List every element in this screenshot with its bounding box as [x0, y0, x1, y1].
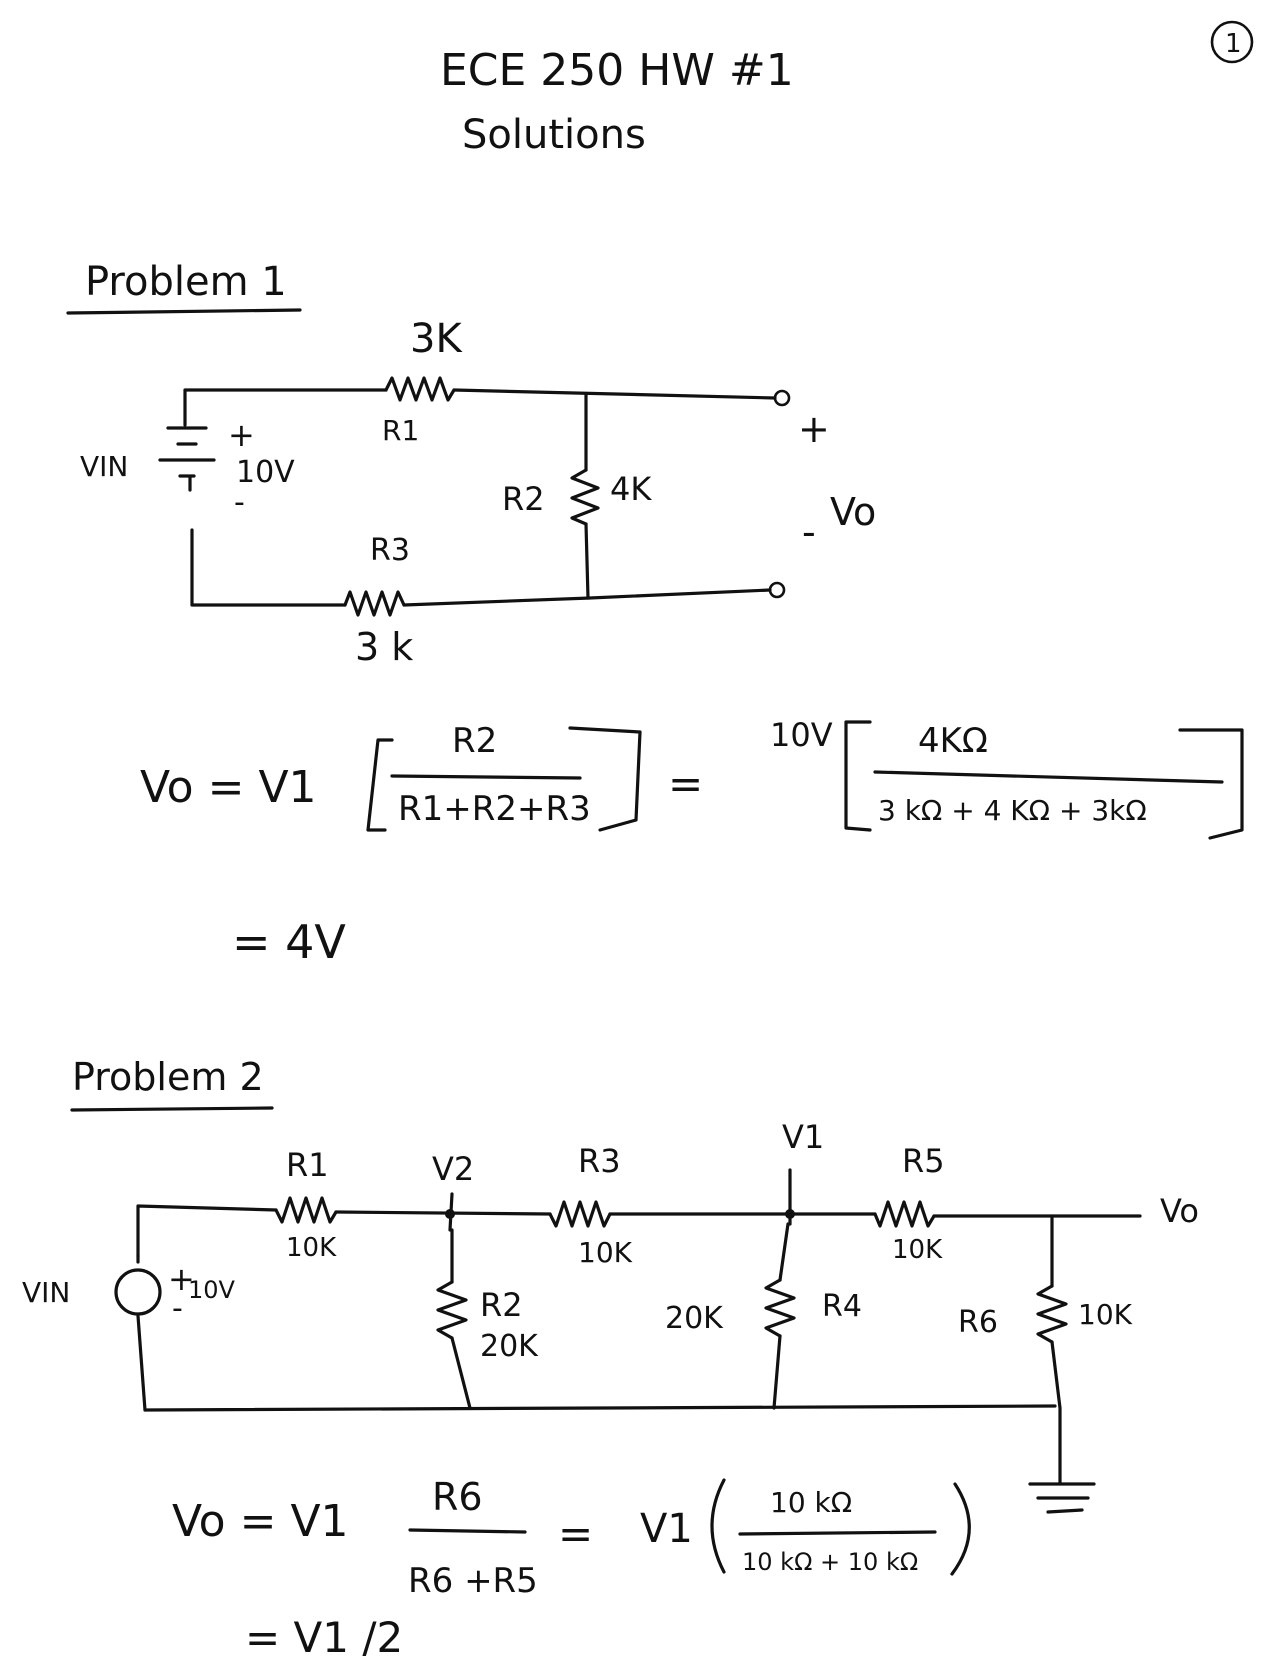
r4-resistor-p2 [764, 1278, 796, 1338]
page-number-circle [1210, 20, 1254, 64]
r3-value: 3 k [355, 625, 413, 669]
p1-eq-numerator2: 4KΩ [918, 721, 988, 761]
p2-wire-top-2 [334, 1210, 552, 1216]
p2-fraction-bar2 [738, 1530, 937, 1536]
r1-label: R1 [382, 414, 419, 447]
p1-eq-coef: 10V [770, 716, 833, 754]
p1-wire-top-right [452, 388, 777, 400]
p2-vo-label: Vo [1160, 1192, 1199, 1230]
p2-wire-source-bottom [136, 1314, 147, 1412]
p2-eq-denominator: R6 +R5 [408, 1561, 538, 1601]
p2-source-minus: - [172, 1291, 183, 1326]
p1-result: = 4V [232, 915, 346, 969]
p2-eq-equals: = [558, 1509, 593, 1558]
p2-r2-value: 20K [480, 1329, 539, 1364]
p2-v1-label: V1 [782, 1118, 824, 1156]
v2-tap [448, 1192, 454, 1232]
p2-wire-r6-bottom [1050, 1340, 1062, 1484]
p1-eq-numerator: R2 [452, 721, 497, 761]
battery-icon [158, 426, 216, 492]
problem1-circuit [158, 376, 791, 617]
r1-resistor-p2 [274, 1196, 338, 1224]
p2-paren-left [710, 1478, 726, 1574]
page-number: 1 [1225, 29, 1242, 59]
problem2-heading: Problem 2 [72, 1055, 264, 1099]
p2-r1-label: R1 [286, 1146, 329, 1184]
p2-wire-top-1 [136, 1204, 278, 1258]
p1-wire-top-left [183, 388, 388, 427]
p2-eq-denominator2: 10 kΩ + 10 kΩ [742, 1548, 918, 1576]
p1-fraction-bar2 [873, 770, 1224, 784]
p1-wire-r2-bottom [584, 522, 590, 600]
p2-vin-label: VIN [22, 1276, 70, 1309]
p1-bracket-left [366, 738, 394, 832]
r2-label: R2 [502, 480, 545, 518]
p2-eq-numerator: R6 [432, 1475, 483, 1519]
p1-eq-lhs: Vo = V1 [140, 762, 317, 813]
p2-fraction-bar [408, 1528, 527, 1534]
battery-minus: - [234, 485, 245, 520]
p2-eq-coef: V1 [640, 1506, 693, 1552]
r6-resistor-p2 [1036, 1284, 1068, 1344]
p2-eq-numerator2: 10 kΩ [770, 1486, 852, 1519]
p2-wire-r2-bottom [450, 1336, 472, 1410]
page-title: ECE 250 HW #1 [440, 45, 794, 96]
r2-resistor [570, 468, 600, 526]
p2-wire-r4-bottom [772, 1334, 782, 1410]
r2-resistor-p2 [436, 1280, 468, 1340]
ground-icon [1028, 1482, 1096, 1514]
p2-paren-right [950, 1482, 971, 1576]
p1-output-plus: + [798, 407, 830, 451]
voltage-source-icon [114, 1268, 162, 1316]
battery-plus: + [228, 416, 255, 454]
r3-resistor-p2 [548, 1200, 612, 1228]
p1-eq-denominator2: 3 kΩ + 4 KΩ + 3kΩ [878, 794, 1147, 827]
p2-wire-r4-top [778, 1222, 790, 1282]
r1-resistor [384, 376, 456, 402]
page-subtitle: Solutions [462, 112, 646, 158]
p2-r6-value: 10K [1078, 1298, 1133, 1331]
p2-source-plus: + [168, 1260, 195, 1298]
p1-fraction-bar [390, 774, 582, 780]
p2-source-value: 10V [188, 1276, 236, 1304]
p1-bracket2-left [844, 720, 872, 832]
r2-value: 4K [610, 470, 652, 508]
p1-bracket2-right [1178, 728, 1244, 840]
p2-r5-label: R5 [902, 1142, 945, 1180]
p2-r3-value: 10K [578, 1236, 633, 1269]
r1-value: 3K [410, 316, 463, 362]
p2-r4-label: R4 [822, 1289, 862, 1324]
p1-vin-label: VIN [80, 450, 128, 483]
problem1-heading: Problem 1 [85, 259, 287, 305]
p2-r5-value: 10K [892, 1235, 943, 1265]
r5-resistor-p2 [873, 1200, 936, 1228]
battery-value: 10V [236, 455, 295, 490]
p2-v2-label: V2 [432, 1150, 474, 1188]
p1-eq-denominator: R1+R2+R3 [398, 789, 591, 829]
p1-eq-equals: = [668, 759, 703, 808]
p1-output-label: Vo [830, 490, 876, 534]
problem1-heading-underline [66, 308, 302, 315]
p1-terminal-top [773, 389, 791, 407]
p1-terminal-bottom [768, 581, 786, 599]
p2-r1-value: 10K [286, 1233, 337, 1263]
p1-output-minus: - [802, 510, 816, 554]
r3-label: R3 [370, 533, 410, 568]
p2-r2-label: R2 [480, 1286, 523, 1324]
p2-eq-lhs: Vo = V1 [172, 1496, 349, 1547]
p1-bracket-right [568, 726, 642, 832]
p2-result: = V1 /2 [245, 1613, 403, 1662]
p2-r4-value: 20K [665, 1301, 724, 1336]
p2-r3-label: R3 [578, 1142, 621, 1180]
p2-r6-label: R6 [958, 1305, 998, 1340]
p2-wire-bottom [143, 1404, 1057, 1412]
problem2-circuit [114, 1168, 1142, 1514]
p1-wire-bottom [402, 588, 772, 607]
problem2-heading-underline [70, 1106, 274, 1112]
p1-wire-left-down [190, 528, 347, 607]
r3-resistor [343, 590, 406, 617]
